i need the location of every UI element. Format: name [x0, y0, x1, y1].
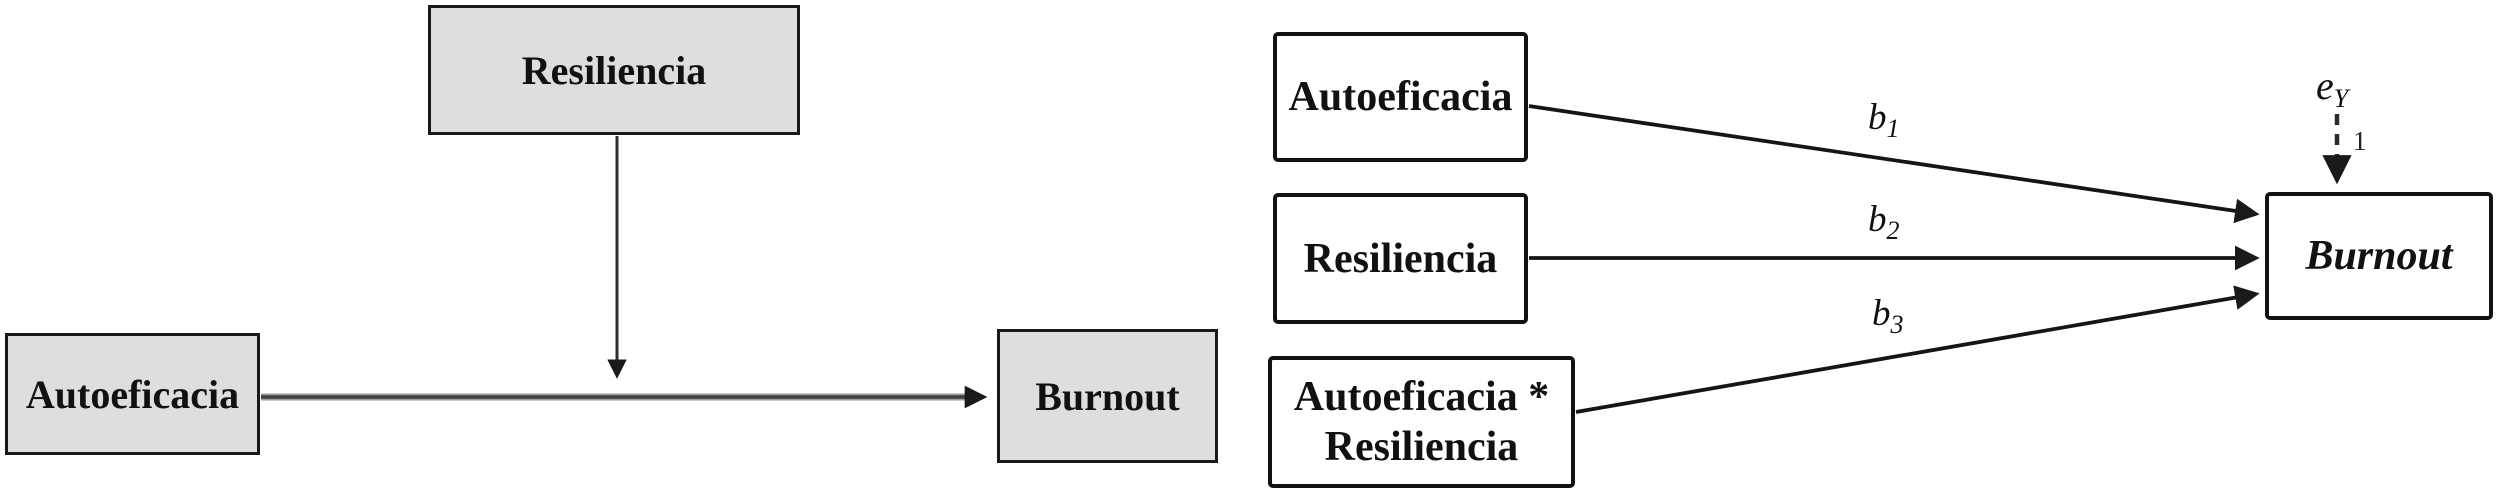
right-interaction-label-line2: Resiliencia [1324, 424, 1519, 470]
path-label-b1-base: b [1868, 97, 1887, 138]
right-predictor-label-autoeficacia: Autoeficacia [1288, 74, 1513, 120]
path-b1-arrow [1528, 104, 2260, 224]
right-interaction-label: Autoeficacia * Resiliencia [1294, 372, 1549, 473]
path-label-b1: b1 [1868, 96, 1900, 144]
error-term-weight-label: 1 [2353, 126, 2367, 156]
path-label-b3: b3 [1872, 292, 1904, 340]
right-interaction-box: Autoeficacia * Resiliencia [1268, 356, 1575, 488]
error-term-label: eY [2316, 62, 2348, 114]
path-label-b3-base: b [1872, 293, 1891, 334]
left-moderator-box: Resiliencia [428, 5, 800, 135]
path-label-b2-base: b [1868, 199, 1887, 240]
error-term-label-base: e [2316, 63, 2334, 108]
path-label-b2: b2 [1868, 198, 1900, 246]
right-interaction-label-line1: Autoeficacia * [1293, 373, 1550, 420]
path-label-b3-sub: 3 [1890, 310, 1904, 339]
path-label-b2-sub: 2 [1886, 216, 1900, 245]
error-term-label-sub: Y [2333, 84, 2349, 113]
path-label-b1-sub: 1 [1886, 114, 1900, 143]
path-b3-arrow [1575, 285, 2260, 414]
right-predictor-label-resiliencia: Resiliencia [1303, 235, 1498, 282]
left-outcome-box: Burnout [997, 329, 1218, 463]
right-predictor-box-resiliencia: Resiliencia [1273, 193, 1528, 324]
left-predictor-label: Autoeficacia [25, 371, 240, 417]
right-outcome-label: Burnout [2305, 233, 2453, 279]
left-predictor-box: Autoeficacia [5, 333, 260, 455]
right-outcome-box: Burnout [2265, 192, 2493, 320]
left-outcome-label: Burnout [1035, 373, 1180, 419]
left-moderator-label: Resiliencia [521, 47, 707, 93]
right-predictor-box-autoeficacia: Autoeficacia [1273, 32, 1528, 162]
